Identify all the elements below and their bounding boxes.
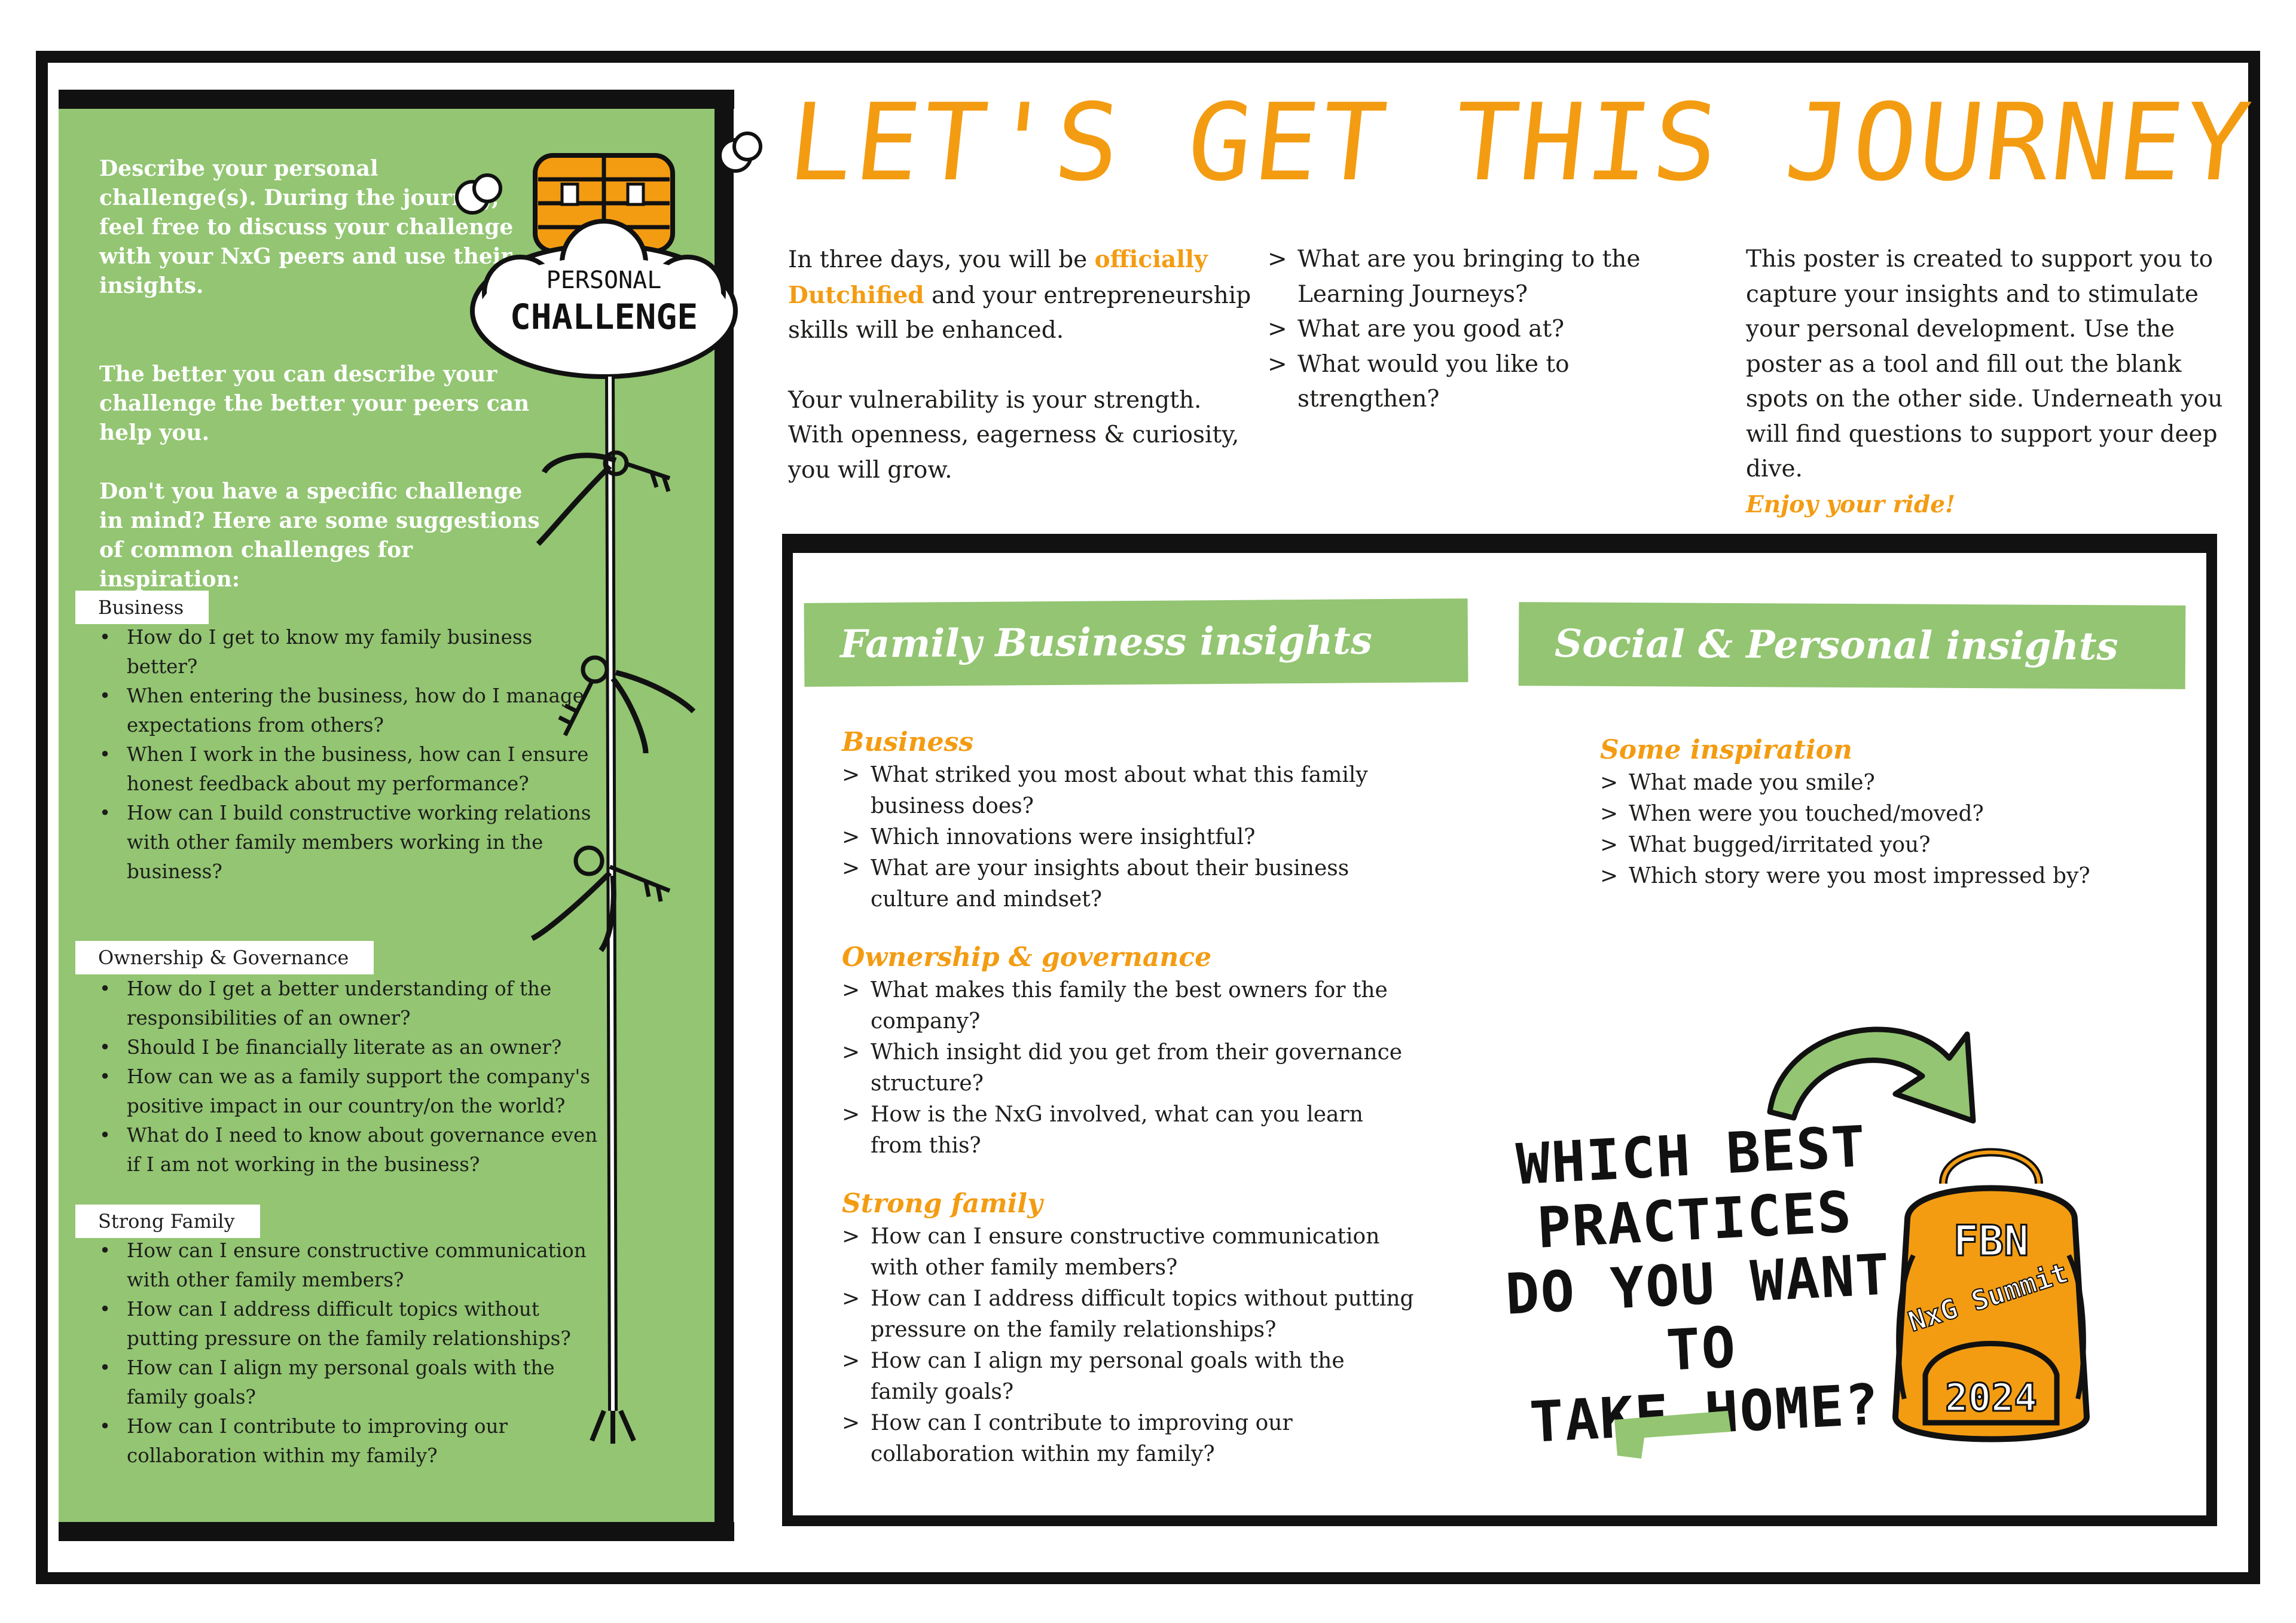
intro-column-1: In three days, you will be officially Du… — [788, 242, 1254, 488]
list-item: How can I address difficult topics witho… — [842, 1283, 1416, 1346]
list-item: When I work in the business, how can I e… — [99, 740, 602, 799]
poster-frame — [36, 51, 2260, 1584]
intro-vulnerability: Your vulnerability is your strength. Wit… — [788, 386, 1239, 484]
list-item: How can I ensure constructive communicat… — [842, 1221, 1416, 1283]
intro-text: In three days, you will be — [788, 246, 1095, 273]
business-questions: What striked you most about what this fa… — [842, 760, 1416, 915]
business-challenges-list: How do I get to know my family business … — [99, 623, 602, 887]
backpack-icon: FBN NxG Summit 2024 — [1892, 1148, 2090, 1442]
insights-box — [782, 534, 2217, 1526]
ownership-questions: What makes this family the best owners f… — [842, 975, 1416, 1162]
list-item: What do I need to know about governance … — [99, 1121, 602, 1179]
list-item: How can I align my personal goals with t… — [842, 1346, 1416, 1408]
list-item: Which insight did you get from their gov… — [842, 1037, 1416, 1099]
left-panel-border-bottom — [59, 1522, 734, 1541]
intro-suggestions: Don't you have a specific challenge in m… — [99, 479, 540, 592]
list-item: What made you smile? — [1600, 768, 2174, 799]
officially-dutchified-highlight: officially Dutchified — [788, 246, 1208, 309]
curved-arrow-icon — [1767, 1026, 1976, 1124]
section-title-business: Business — [842, 727, 974, 757]
list-item: How do I get a better understanding of t… — [99, 974, 602, 1033]
treasure-chest-icon — [533, 153, 675, 253]
section-title-strong-family: Strong family — [842, 1188, 1043, 1219]
green-underline-brush — [1614, 1411, 1731, 1459]
key-icon — [536, 450, 671, 546]
list-item: How can I contribute to improving our co… — [842, 1408, 1416, 1470]
list-item: When were you touched/moved? — [1600, 799, 2174, 830]
list-item: How can I build constructive working rel… — [99, 799, 602, 887]
poster-purpose-text: This poster is created to support you to… — [1746, 246, 2223, 482]
list-item: What striked you most about what this fa… — [842, 760, 1416, 822]
rope-illustration: PERSONAL CHALLENGE — [455, 132, 762, 1444]
list-item: Should I be financially literate as an o… — [99, 1033, 602, 1062]
list-item: When entering the business, how do I man… — [99, 681, 602, 740]
list-item: How can I contribute to improving our co… — [99, 1412, 602, 1471]
intro-column-3: This poster is created to support you to… — [1746, 242, 2236, 522]
inspiration-questions: What made you smile? When were you touch… — [1600, 768, 2174, 892]
category-tag-business: Business — [75, 591, 209, 624]
intro-dutchified: In three days, you will be officially Du… — [788, 242, 1254, 349]
list-item: How can we as a family support the compa… — [99, 1062, 602, 1121]
list-item: Which story were you most impressed by? — [1600, 861, 2174, 892]
cloud-label-personal: PERSONAL — [546, 267, 662, 294]
strong-family-questions: How can I ensure constructive communicat… — [842, 1221, 1416, 1470]
ownership-challenges-list: How do I get a better understanding of t… — [99, 974, 602, 1179]
page-title: LET'S GET THIS JOURNEY STARTED! — [783, 81, 2296, 204]
section-title-ownership: Ownership & governance — [842, 942, 1212, 973]
list-item: How do I get to know my family business … — [99, 623, 602, 681]
list-item: How can I address difficult topics witho… — [99, 1295, 602, 1353]
list-item: How is the NxG involved, what can you le… — [842, 1099, 1416, 1162]
list-item: What are your insights about their busin… — [842, 853, 1416, 915]
list-item: Which innovations were insightful? — [842, 822, 1416, 853]
social-personal-banner: Social & Personal insights — [1518, 602, 2186, 689]
enjoy-ride-highlight: Enjoy your ride! — [1746, 490, 1956, 518]
cloud-label-challenge: CHALLENGE — [510, 297, 698, 337]
intro-better: The better you can describe your challen… — [99, 362, 530, 445]
intro-describe: Describe your personal challenge(s). Dur… — [99, 156, 514, 298]
backpack-label-fbn: FBN — [1953, 1217, 2029, 1266]
strong-family-challenges-list: How can I ensure constructive communicat… — [99, 1236, 602, 1471]
list-item: What would you like to strengthen? — [1268, 347, 1686, 417]
backpack-label-year: 2024 — [1945, 1376, 2037, 1420]
family-business-banner: Family Business insights — [804, 598, 1468, 687]
list-item: What makes this family the best owners f… — [842, 975, 1416, 1037]
social-personal-content: Some inspiration What made you smile? Wh… — [1600, 733, 2174, 892]
intro-text: and your entrepreneurship skills will be… — [788, 282, 1251, 344]
section-title-inspiration: Some inspiration — [1600, 735, 1853, 765]
list-item: How can I ensure constructive communicat… — [99, 1236, 602, 1295]
category-tag-ownership: Ownership & Governance — [75, 941, 374, 974]
list-item: How can I align my personal goals with t… — [99, 1353, 602, 1412]
cloud-icon — [470, 219, 738, 379]
list-item: What are you bringing to the Learning Jo… — [1268, 242, 1686, 312]
left-panel-border-top — [59, 90, 734, 109]
category-tag-strong-family: Strong Family — [75, 1205, 260, 1238]
list-item: What are you good at? — [1268, 312, 1686, 347]
list-item: What bugged/irritated you? — [1600, 830, 2174, 861]
take-home-line: DO YOU WANT TO — [1504, 1242, 1892, 1384]
family-business-content: Business What striked you most about wha… — [842, 725, 1416, 1470]
intro-questions: What are you bringing to the Learning Jo… — [1268, 242, 1686, 417]
